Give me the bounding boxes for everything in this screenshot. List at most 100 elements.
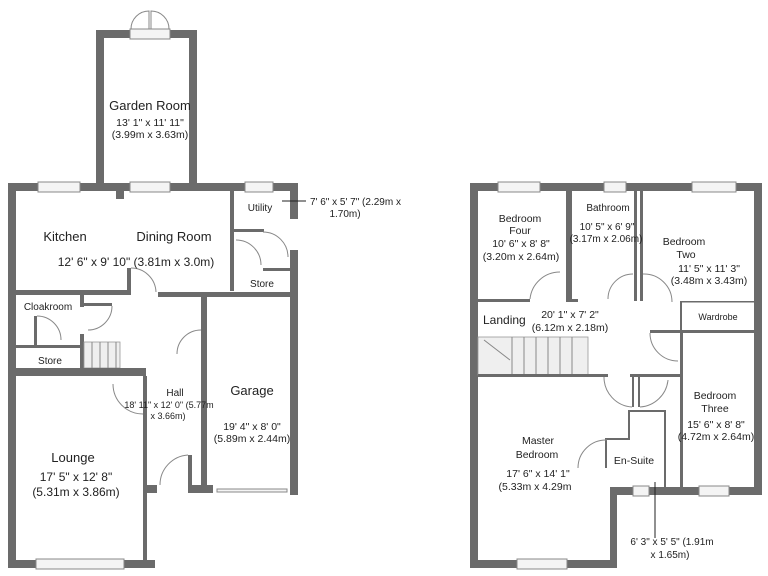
staircase bbox=[477, 336, 589, 376]
room-dims: x 3.66m) bbox=[150, 411, 185, 421]
window bbox=[698, 485, 730, 497]
window bbox=[632, 485, 650, 497]
room-dims: 11' 5" x 11' 3" bbox=[678, 263, 740, 275]
door-swing bbox=[603, 376, 669, 408]
staircase bbox=[83, 341, 121, 369]
wall bbox=[566, 191, 572, 301]
room-name-garden-room: Garden Room bbox=[109, 98, 191, 113]
wall bbox=[263, 268, 293, 271]
room-dims: x 1.65m) bbox=[651, 550, 690, 561]
wall bbox=[34, 316, 37, 348]
room-name-dining-room: Dining Room bbox=[136, 229, 211, 244]
wall bbox=[16, 290, 128, 295]
stair-treads bbox=[91, 342, 117, 368]
room-dims: 17' 5" x 12' 8" bbox=[40, 470, 112, 484]
wall bbox=[610, 487, 762, 495]
wall bbox=[664, 410, 666, 490]
wall bbox=[634, 191, 637, 301]
wall bbox=[188, 455, 192, 487]
room-dims: 18' 11" x 12' 0" (5.77m bbox=[124, 400, 213, 410]
wall bbox=[116, 191, 124, 199]
wall bbox=[143, 376, 147, 568]
wall bbox=[8, 368, 146, 376]
window bbox=[516, 558, 568, 570]
wall bbox=[290, 250, 298, 495]
room-name-wardrobe: Wardrobe bbox=[698, 312, 737, 322]
wall bbox=[566, 299, 578, 302]
room-name-hall: Hall bbox=[166, 388, 183, 399]
room-dims: 19' 4" x 8' 0" bbox=[223, 421, 281, 433]
wall bbox=[158, 292, 298, 297]
wall bbox=[680, 302, 682, 332]
room-name-store: Store bbox=[38, 356, 62, 367]
wall bbox=[630, 374, 682, 377]
room-name-bedroom-three: Three bbox=[701, 403, 729, 415]
room-dims: 10' 6" x 8' 8" bbox=[492, 238, 550, 250]
room-dims: 20' 1" x 7' 2" bbox=[541, 309, 599, 321]
door-swing bbox=[130, 10, 170, 30]
room-name-master-bedroom: Bedroom bbox=[516, 449, 559, 461]
door-swing bbox=[176, 329, 202, 355]
door-swing bbox=[577, 439, 608, 469]
door-swing bbox=[112, 383, 144, 415]
wall bbox=[628, 410, 666, 412]
room-dims: 13' 1" x 11' 11" bbox=[116, 117, 184, 129]
room-name-cloakroom: Cloakroom bbox=[24, 302, 72, 313]
wall bbox=[478, 299, 530, 302]
room-dims: (5.31m x 3.86m) bbox=[32, 485, 119, 499]
room-name-master-bedroom: Master bbox=[522, 435, 555, 447]
french-doors bbox=[129, 181, 171, 193]
wall bbox=[16, 345, 81, 348]
wall bbox=[143, 485, 157, 493]
room-name-lounge: Lounge bbox=[51, 450, 94, 465]
wall bbox=[610, 487, 617, 568]
room-dims: 10' 5" x 6' 9" bbox=[580, 222, 635, 233]
wall bbox=[470, 183, 478, 568]
room-dims: 15' 6" x 8' 8" bbox=[687, 419, 745, 431]
wall bbox=[650, 330, 754, 333]
room-name-bedroom-four: Bedroom bbox=[499, 213, 542, 225]
room-dims: (3.99m x 3.63m) bbox=[112, 129, 188, 141]
room-dims: (6.12m x 2.18m) bbox=[532, 322, 608, 334]
door-swing bbox=[235, 231, 289, 266]
room-name-bedroom-three: Bedroom bbox=[694, 390, 737, 402]
wall bbox=[96, 30, 104, 188]
room-name-en-suite: En-Suite bbox=[614, 455, 654, 467]
wall bbox=[234, 229, 264, 232]
wall bbox=[80, 334, 84, 370]
wall bbox=[754, 183, 762, 495]
room-name-store: Store bbox=[250, 279, 274, 290]
room-dims: 17' 6" x 14' 1" bbox=[506, 468, 570, 480]
window bbox=[603, 181, 627, 193]
wall bbox=[80, 295, 84, 307]
room-dims: (3.20m x 2.64m) bbox=[483, 251, 559, 263]
door-swing bbox=[159, 454, 189, 486]
wall bbox=[632, 377, 634, 407]
window bbox=[244, 181, 274, 193]
door-swing bbox=[130, 267, 157, 293]
room-dims: (3.17m x 2.06m) bbox=[570, 234, 643, 245]
wall bbox=[680, 330, 683, 490]
window bbox=[691, 181, 737, 193]
wall bbox=[638, 377, 640, 407]
wall bbox=[80, 303, 112, 306]
room-name-bedroom-four: Four bbox=[509, 225, 531, 237]
window bbox=[37, 181, 81, 193]
room-dims: (4.72m x 2.64m) bbox=[678, 431, 754, 443]
wall bbox=[605, 438, 630, 440]
wall bbox=[640, 191, 643, 301]
window bbox=[35, 558, 125, 570]
room-name-bedroom-two: Two bbox=[676, 249, 695, 261]
room-name-landing: Landing bbox=[483, 313, 526, 327]
door-swing bbox=[649, 332, 679, 362]
french-doors bbox=[129, 28, 171, 40]
first-floor: Bedroom Four 10' 6" x 8' 8" (3.20m x 2.6… bbox=[470, 181, 762, 570]
wall bbox=[605, 438, 607, 468]
garage-door bbox=[216, 488, 288, 493]
wall bbox=[189, 30, 197, 188]
room-dims: 1.70m) bbox=[329, 209, 360, 220]
ground-floor: Garden Room 13' 1" x 11' 11" (3.99m x 3.… bbox=[8, 10, 401, 570]
wall bbox=[680, 301, 754, 303]
wall bbox=[201, 296, 207, 492]
door-swing bbox=[36, 305, 113, 341]
